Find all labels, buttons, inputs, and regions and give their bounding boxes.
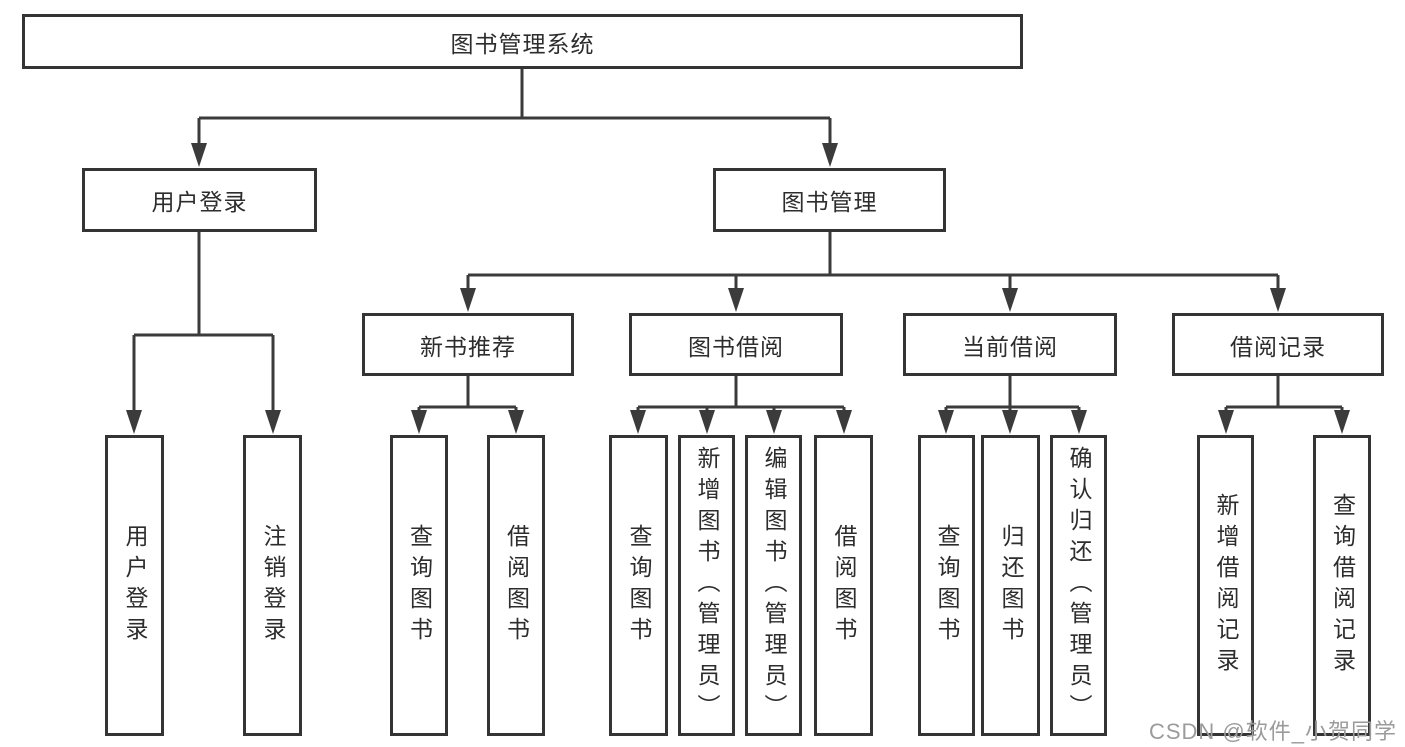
leaf-label: 查询借阅记录: [1329, 492, 1356, 679]
node-library-system: 图书管理系统: [22, 14, 1023, 69]
leaf-borrow-books: 借阅图书: [814, 435, 873, 736]
node-current-borrow: 当前借阅: [903, 313, 1117, 376]
node-label: 新书推荐: [420, 333, 516, 360]
node-user-login: 用户登录: [82, 168, 317, 232]
arrowheads: [126, 143, 1350, 434]
connector-book-management: [466, 232, 1280, 290]
connector-new-book: [417, 376, 518, 412]
leaf-query-books-current: 查询图书: [918, 435, 975, 736]
leaf-label: 查询图书: [406, 523, 433, 648]
leaf-label: 用户登录: [122, 523, 148, 648]
leaf-confirm-return-admin: 确认归还（管理员）: [1050, 435, 1107, 736]
node-label: 图书管理: [781, 189, 878, 215]
arrowhead-icon: [766, 410, 782, 434]
connector-book-borrow: [636, 376, 846, 412]
leaf-label: 查询图书: [934, 523, 960, 648]
arrowhead-icon: [1218, 410, 1234, 434]
watermark: CSDN @软件_小贺同学: [1148, 719, 1397, 744]
node-book-borrow: 图书借阅: [629, 313, 843, 376]
connector-borrow-records: [1224, 376, 1344, 412]
leaf-query-books-recommend: 查询图书: [390, 435, 448, 736]
leaf-logout: 注销登录: [243, 435, 302, 736]
leaf-edit-books-admin: 编辑图书（管理员）: [745, 435, 802, 736]
leaf-label: 归还图书: [998, 523, 1024, 648]
arrowhead-icon: [1002, 288, 1018, 312]
arrowhead-icon: [938, 410, 954, 434]
connector-user-login: [132, 232, 275, 412]
node-label: 图书借阅: [688, 333, 784, 360]
leaf-add-borrow-record: 新增借阅记录: [1197, 435, 1254, 736]
leaf-borrow-books-recommend: 借阅图书: [487, 435, 545, 736]
arrowhead-icon: [460, 288, 476, 312]
leaf-label: 注销登录: [260, 523, 286, 648]
node-label: 图书管理系统: [450, 30, 595, 57]
arrowhead-icon: [728, 288, 744, 312]
leaf-add-books-admin: 新增图书（管理员）: [678, 435, 735, 736]
leaf-label: 借阅图书: [503, 523, 530, 648]
node-new-book-recommend: 新书推荐: [362, 313, 574, 376]
leaf-return-books: 归还图书: [981, 435, 1040, 736]
leaf-label: 查询图书: [626, 523, 652, 648]
arrowhead-icon: [126, 410, 142, 434]
arrowhead-icon: [1334, 410, 1350, 434]
node-label: 用户登录: [151, 189, 248, 215]
connector-root: [197, 69, 832, 146]
arrowhead-icon: [699, 410, 715, 434]
arrowhead-icon: [191, 143, 207, 167]
leaf-query-books-borrow: 查询图书: [609, 435, 668, 736]
connector-current-borrow: [944, 376, 1081, 412]
arrowhead-icon: [508, 410, 524, 434]
arrowhead-icon: [1270, 288, 1286, 312]
arrowhead-icon: [1071, 410, 1087, 434]
leaf-label: 编辑图书（管理员）: [761, 446, 787, 725]
node-book-management: 图书管理: [713, 168, 946, 232]
node-label: 当前借阅: [962, 333, 1058, 360]
arrowhead-icon: [836, 410, 852, 434]
node-label: 借阅记录: [1230, 333, 1326, 360]
leaf-user-login: 用户登录: [105, 435, 164, 736]
leaf-query-borrow-record: 查询借阅记录: [1313, 435, 1371, 736]
leaf-label: 新增图书（管理员）: [694, 446, 720, 725]
arrowhead-icon: [1002, 410, 1018, 434]
arrowhead-icon: [822, 143, 838, 167]
node-borrow-records: 借阅记录: [1172, 313, 1384, 376]
leaf-label: 借阅图书: [831, 523, 857, 648]
leaf-label: 确认归还（管理员）: [1066, 446, 1092, 725]
arrowhead-icon: [411, 410, 427, 434]
leaf-label: 新增借阅记录: [1213, 492, 1239, 679]
arrowhead-icon: [630, 410, 646, 434]
arrowhead-icon: [265, 410, 281, 434]
